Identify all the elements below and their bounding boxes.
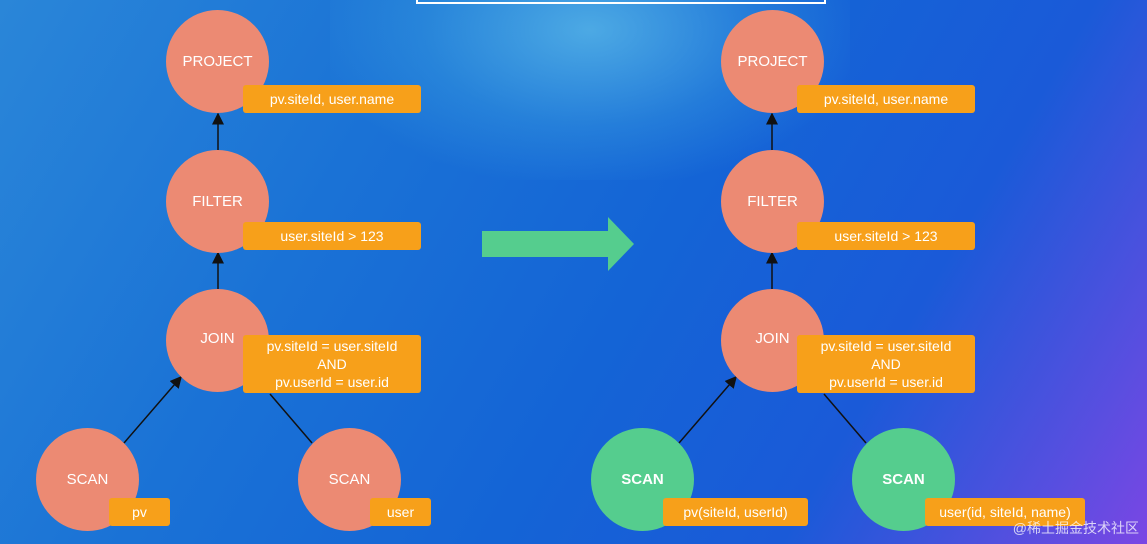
right-scan-pv-tag: pv(siteId, userId) bbox=[663, 498, 808, 526]
edge-left-scanuser-join bbox=[269, 393, 313, 444]
title-frame bbox=[416, 0, 826, 4]
left-filter-tag: user.siteId > 123 bbox=[243, 222, 421, 250]
left-join-tag-line2: AND bbox=[317, 356, 347, 372]
right-join-tag-line3: pv.userId = user.id bbox=[829, 374, 943, 390]
left-scan-pv-node: SCAN bbox=[36, 428, 139, 531]
transform-arrow bbox=[482, 217, 634, 271]
right-join-tag: pv.siteId = user.siteId AND pv.userId = … bbox=[797, 335, 975, 393]
watermark-text: @稀土掘金技术社区 bbox=[1012, 520, 1139, 536]
right-filter-tag: user.siteId > 123 bbox=[797, 222, 975, 250]
left-scan-user-tag: user bbox=[370, 498, 431, 526]
left-project-tag: pv.siteId, user.name bbox=[243, 85, 421, 113]
edge-right-scanpv-join bbox=[678, 375, 737, 444]
edge-left-scanpv-join bbox=[123, 375, 182, 444]
right-scan-user-tag: user(id, siteId, name) bbox=[925, 498, 1085, 526]
left-join-tag-line1: pv.siteId = user.siteId bbox=[266, 338, 398, 354]
right-join-tag-line2: AND bbox=[871, 356, 901, 372]
right-project-tag: pv.siteId, user.name bbox=[797, 85, 975, 113]
left-join-tag: pv.siteId = user.siteId AND pv.userId = … bbox=[243, 335, 421, 393]
left-join-tag-line3: pv.userId = user.id bbox=[275, 374, 389, 390]
right-join-tag-line1: pv.siteId = user.siteId bbox=[820, 338, 952, 354]
left-scan-pv-tag: pv bbox=[109, 498, 170, 526]
edge-right-scanuser-join bbox=[823, 393, 867, 444]
